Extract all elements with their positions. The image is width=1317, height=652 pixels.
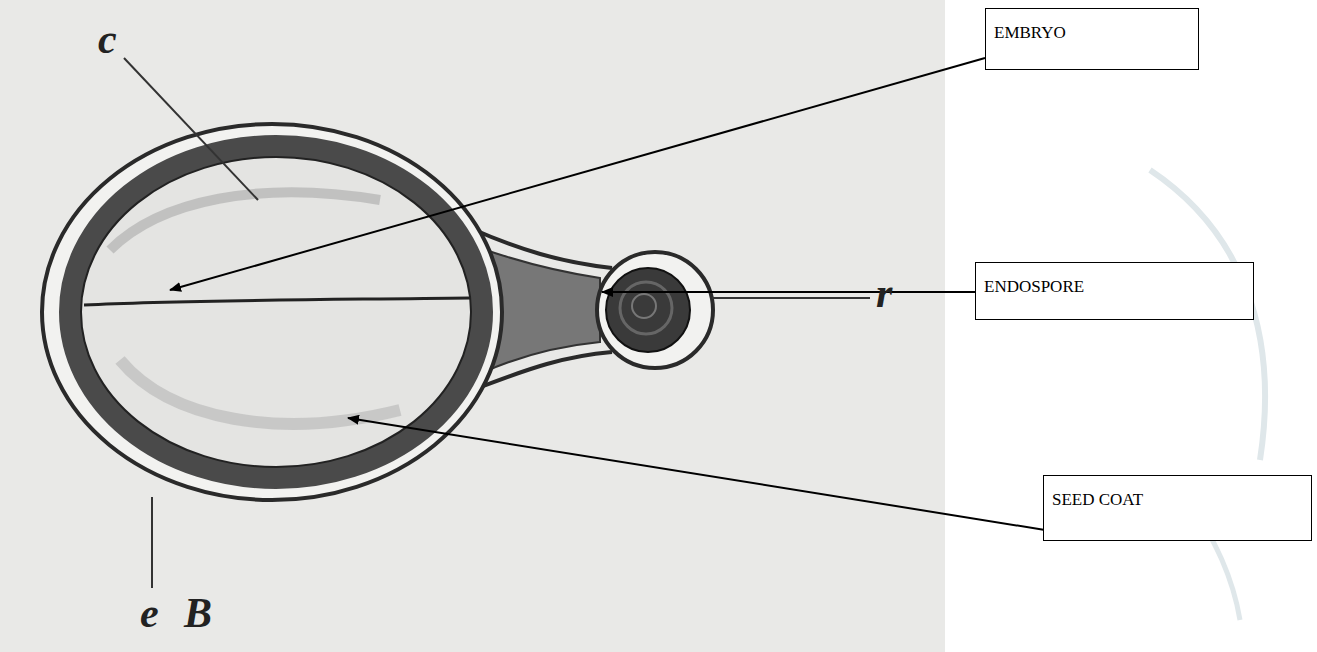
seed-outline bbox=[42, 124, 502, 500]
figure-letter: r bbox=[876, 272, 892, 314]
figure-letter: c bbox=[98, 18, 117, 60]
radicle-ring bbox=[620, 282, 672, 334]
callout-arrow bbox=[348, 418, 1045, 530]
radicle bbox=[606, 268, 690, 352]
letter-leader bbox=[124, 58, 258, 200]
letter-leader bbox=[151, 497, 153, 588]
shading bbox=[120, 360, 400, 424]
label-text: SEED COAT bbox=[1052, 490, 1303, 510]
label-text: EMBRYO bbox=[994, 23, 1190, 43]
radicle-ring bbox=[632, 294, 656, 318]
label-box: EMBRYO bbox=[985, 8, 1199, 70]
label-box: ENDOSPORE bbox=[975, 262, 1254, 320]
seed-coat-band bbox=[70, 146, 482, 478]
radicle-outline bbox=[597, 252, 713, 368]
callout-arrow bbox=[602, 291, 975, 293]
label-text: ENDOSPORE bbox=[984, 277, 1245, 297]
label-box: SEED COAT bbox=[1043, 475, 1312, 541]
figure-letter: B bbox=[184, 592, 212, 634]
cotyledon-divide bbox=[84, 298, 470, 305]
cotyledons bbox=[81, 157, 471, 467]
figure-letter: e bbox=[140, 592, 159, 634]
callout-arrow bbox=[170, 58, 985, 290]
letter-leader bbox=[712, 297, 870, 299]
